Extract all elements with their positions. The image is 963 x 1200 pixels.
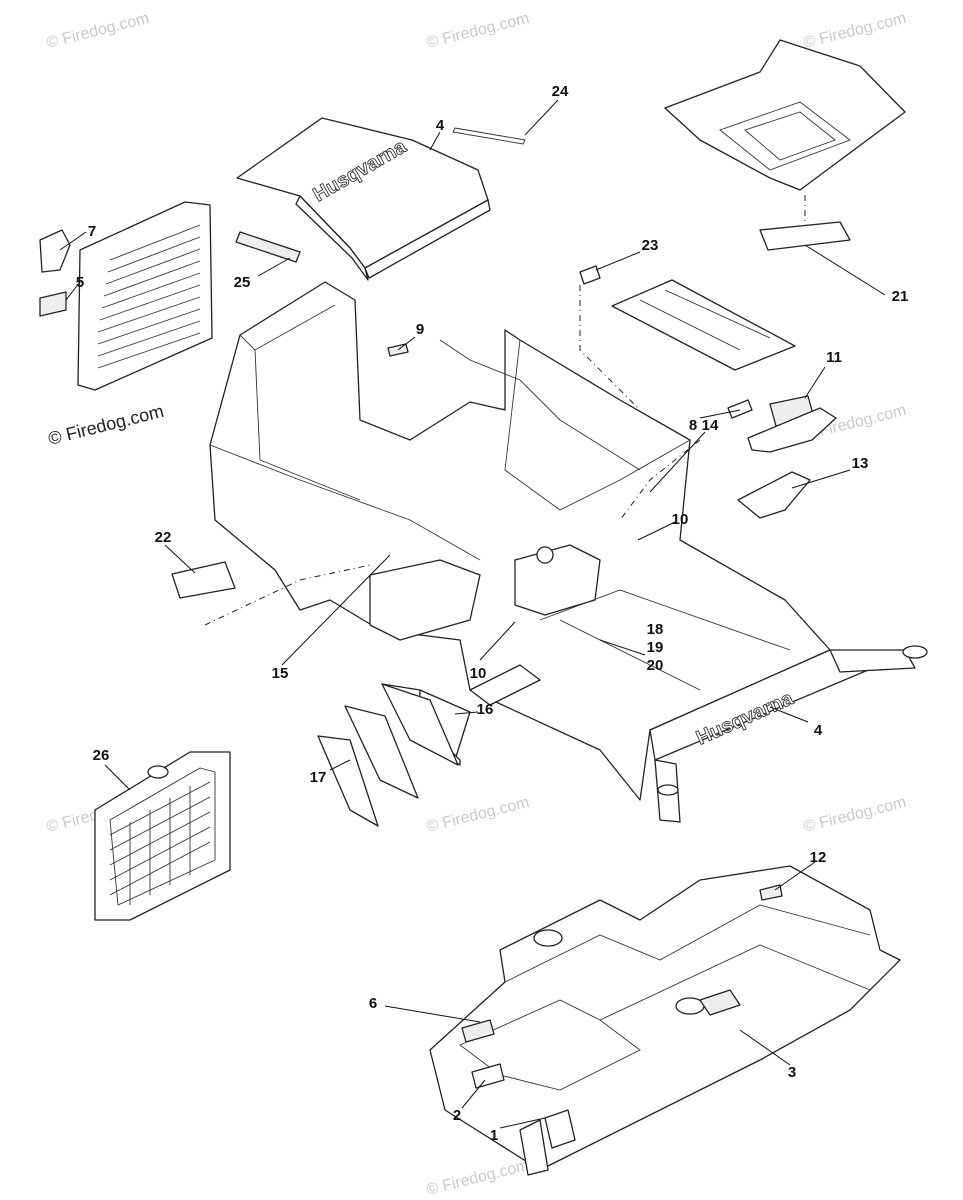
radiator-part-26 (94, 751, 231, 921)
callout-1: 1 (490, 1127, 498, 1144)
grille-panel-part-5 (77, 201, 213, 391)
callout-11: 11 (826, 349, 842, 366)
decal-part-22 (171, 561, 236, 599)
callout-7: 7 (88, 223, 96, 240)
watermark-dark: © Firedog.com (46, 401, 166, 449)
callout-labels: 24 4 7 5 25 23 21 11 9 8 13 14 10 22 15 … (76, 83, 909, 1144)
assembly-line (204, 564, 371, 626)
decal-small (39, 291, 67, 317)
callout-19: 19 (647, 639, 664, 656)
watermark: © Firedog.com (425, 1157, 531, 1199)
callout-14: 14 (702, 417, 719, 434)
weight-plates-part-16-17 (317, 683, 471, 827)
watermark: © Firedog.com (425, 794, 531, 836)
assembly-line (619, 439, 701, 521)
callout-12: 12 (810, 849, 827, 866)
callout-6: 6 (369, 995, 377, 1012)
strip-part-24 (452, 127, 526, 145)
watermark: © Firedog.com (45, 10, 151, 52)
callout-24: 24 (552, 83, 569, 100)
callout-3: 3 (788, 1064, 796, 1081)
watermark: © Firedog.com (802, 794, 908, 836)
leader-lines (59, 99, 886, 1129)
callout-21: 21 (892, 288, 909, 305)
callout-9: 9 (416, 321, 424, 338)
callout-17: 17 (310, 769, 327, 786)
callout-15: 15 (272, 665, 289, 682)
callout-23: 23 (642, 237, 659, 254)
watermark: © Firedog.com (802, 10, 908, 52)
callout-22: 22 (155, 529, 172, 546)
callout-16: 16 (477, 701, 494, 718)
callout-4: 4 (814, 722, 823, 739)
callout-18: 18 (647, 621, 664, 638)
decal-part-7 (39, 229, 71, 273)
panel-part-13 (737, 471, 811, 519)
bracket-part-11 (747, 395, 837, 453)
watermark: © Firedog.com (425, 10, 531, 52)
seat-pan-part-21 (664, 39, 906, 251)
callout-10: 10 (672, 511, 689, 528)
callout-10: 10 (470, 665, 487, 682)
callout-25: 25 (234, 274, 251, 291)
callout-8: 8 (689, 417, 697, 434)
assembly-line (579, 285, 641, 411)
callout-5: 5 (76, 274, 84, 291)
main-frame: Husqvarna (209, 281, 928, 823)
strip-part-25 (235, 231, 301, 263)
callout-2: 2 (453, 1107, 461, 1124)
hood-cover-part-4: Husqvarna (236, 117, 491, 281)
seat-frame-part-23 (579, 265, 796, 419)
callout-13: 13 (852, 455, 869, 472)
callout-20: 20 (647, 657, 664, 674)
callout-4: 4 (436, 117, 445, 134)
mower-deck-part-3 (429, 865, 901, 1176)
callout-26: 26 (93, 747, 110, 764)
